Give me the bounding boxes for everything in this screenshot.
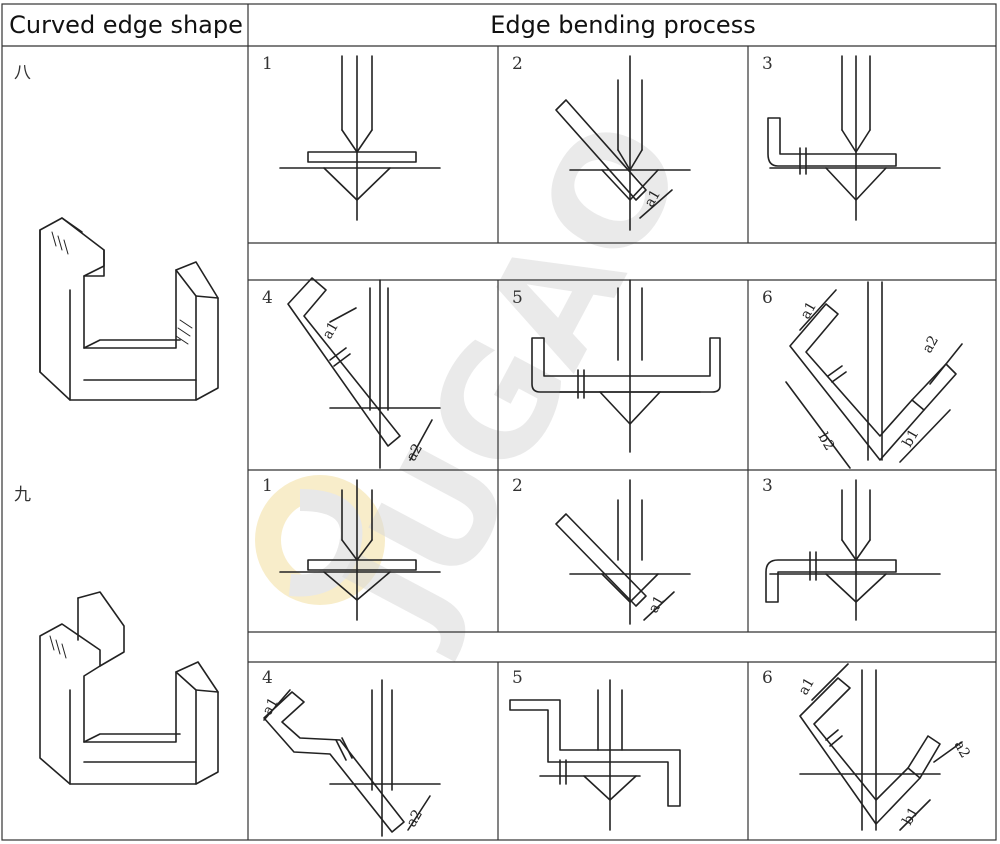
process-step-3-diagram xyxy=(767,55,941,221)
dim-label-a2: a2 xyxy=(951,738,973,761)
step-number: 1 xyxy=(262,54,273,74)
dim-label-a1: a1 xyxy=(320,319,342,342)
process-step-5-diagram xyxy=(531,279,721,453)
process-step-4b-diagram xyxy=(263,679,441,837)
shape-label-8: 八 xyxy=(14,63,31,83)
dim-label-b2: b2 xyxy=(815,430,838,453)
process-step-4-diagram xyxy=(287,277,441,469)
dim-label-a2: a2 xyxy=(920,333,942,356)
dim-label-a1: a1 xyxy=(646,593,668,616)
step-number: 6 xyxy=(762,288,773,308)
dim-label-a1: a1 xyxy=(798,299,820,322)
dim-label-a2: a2 xyxy=(404,441,426,464)
step-number: 6 xyxy=(762,668,773,688)
process-step-6b-diagram xyxy=(799,663,963,831)
dim-label-a2: a2 xyxy=(404,807,426,830)
dim-label-b1: b1 xyxy=(900,805,923,828)
step-number: 2 xyxy=(512,54,523,74)
process-step-1-diagram xyxy=(279,55,441,221)
process-step-5b-diagram xyxy=(509,679,681,831)
watermark-logo-swirl xyxy=(288,489,363,597)
dim-label-a1: a1 xyxy=(796,675,818,698)
process-step-1b-diagram xyxy=(279,479,441,621)
column-header-process: Edge bending process xyxy=(490,11,756,39)
shape-9-drawing xyxy=(39,591,219,785)
step-number: 4 xyxy=(262,288,273,308)
step-number: 1 xyxy=(262,476,273,496)
shape-label-9: 九 xyxy=(14,485,31,505)
shape-8-drawing xyxy=(39,217,219,401)
dim-label-a1: a1 xyxy=(642,187,664,210)
process-step-2-diagram xyxy=(555,55,691,231)
step-number: 5 xyxy=(512,668,523,688)
column-header-shape: Curved edge shape xyxy=(9,11,243,39)
process-step-3b-diagram xyxy=(765,479,941,621)
step-number: 2 xyxy=(512,476,523,496)
step-number: 4 xyxy=(262,668,273,688)
dim-label-a1: a1 xyxy=(260,695,282,718)
step-number: 3 xyxy=(762,476,773,496)
dimension-labels: a1 a1 a2 a1 a2 b2 b1 a1 a1 a2 a1 a2 b1 xyxy=(260,187,973,830)
process-step-2b-diagram xyxy=(555,479,691,625)
process-step-6-diagram xyxy=(785,281,963,469)
step-number: 3 xyxy=(762,54,773,74)
dim-label-b1: b1 xyxy=(900,427,923,450)
step-number: 5 xyxy=(512,288,523,308)
